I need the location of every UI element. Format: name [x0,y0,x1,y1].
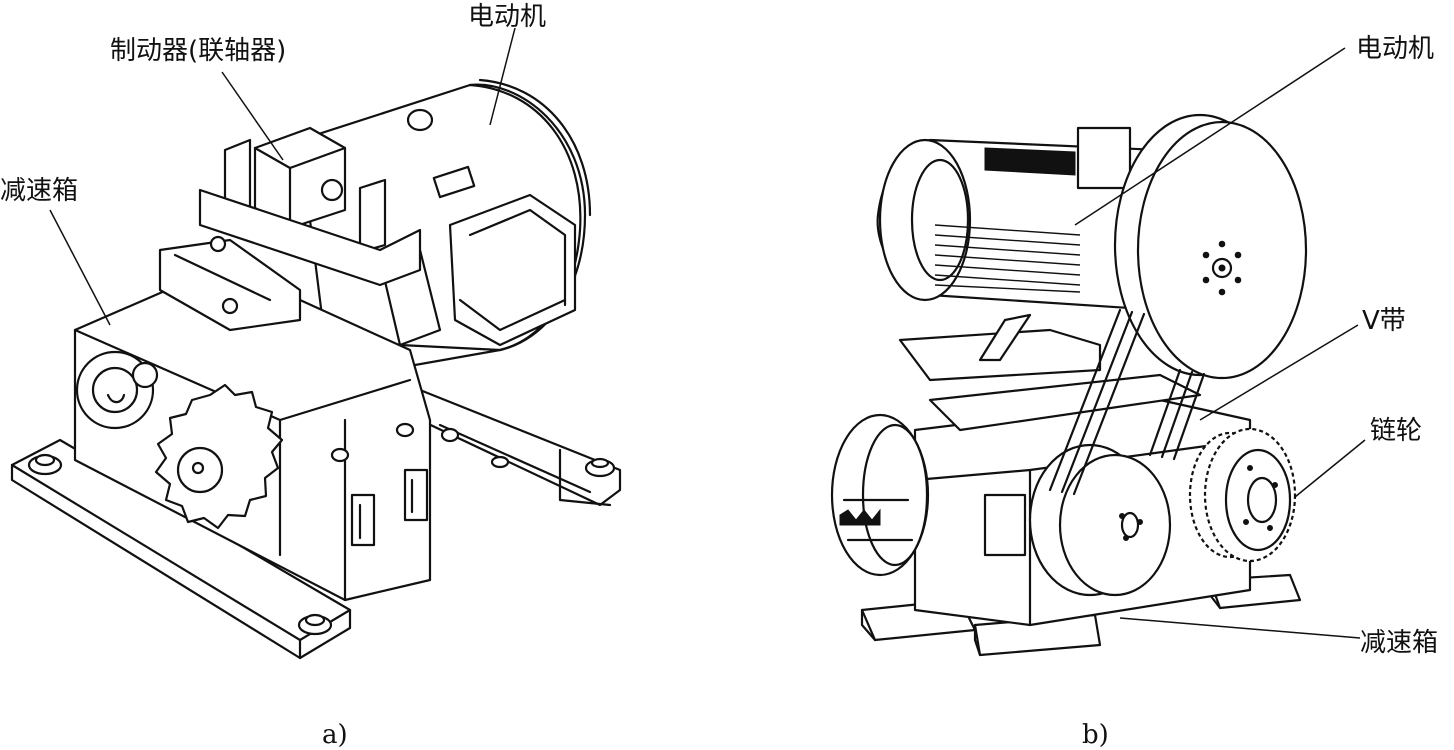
label-b-gearbox: 减速箱 [1360,628,1439,658]
figure-b-motor [876,113,1308,382]
figure-b-leader-sprocket [1294,439,1366,498]
label-b-v-belt: V带 [1362,306,1406,336]
figure-a-motor [298,78,592,382]
figure-a-base-frame [10,388,622,660]
label-a-brake: 制动器(联轴器) [110,36,287,66]
caption-a: a) [322,720,348,750]
figure-a-leader-brake [221,71,284,161]
figure-b-leader-gearbox [1119,617,1361,639]
figure-b-v-belt [1048,308,1206,496]
figure-b-leader-v-belt [1199,324,1359,421]
figure-b-leader-motor [1074,47,1346,226]
caption-b: b) [1082,720,1109,750]
figure-a-drawing [10,27,622,660]
figure-b-gearbox [830,373,1252,627]
label-b-sprocket: 链轮 [1370,416,1423,446]
figure-a-leader-motor [489,27,516,126]
figure-a-gearbox [73,235,510,602]
label-a-motor: 电动机 [468,2,547,32]
figure-b-drawing [830,47,1366,657]
label-b-motor: 电动机 [1356,34,1435,64]
figure-a-leader-gearbox [49,209,111,326]
figure-b-sprocket [1188,427,1297,563]
label-a-gearbox: 减速箱 [0,176,79,206]
